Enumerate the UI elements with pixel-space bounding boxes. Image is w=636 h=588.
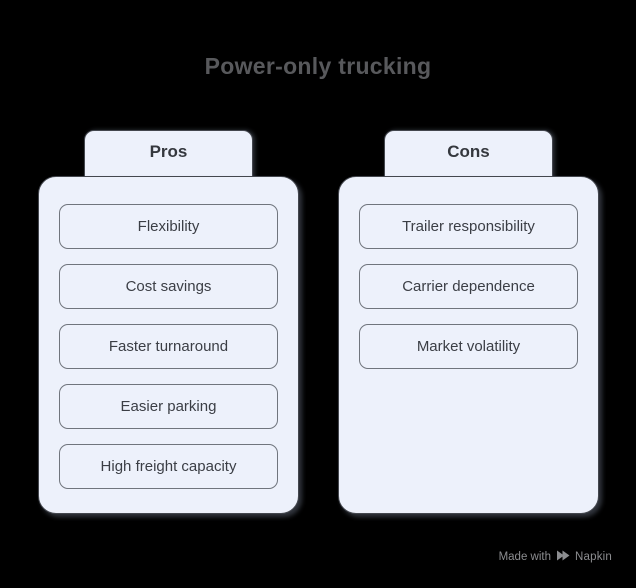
pros-item: Cost savings bbox=[59, 264, 278, 309]
pros-item: Faster turnaround bbox=[59, 324, 278, 369]
watermark-brand: Napkin bbox=[575, 551, 612, 563]
pros-item: Easier parking bbox=[59, 384, 278, 429]
cons-tab-label: Cons bbox=[447, 142, 490, 161]
pros-column: Pros Flexibility Cost savings Faster tur… bbox=[38, 130, 299, 514]
cons-card: Trailer responsibility Carrier dependenc… bbox=[338, 176, 599, 514]
pros-cons-board: Pros Flexibility Cost savings Faster tur… bbox=[38, 130, 599, 514]
made-with-napkin-watermark: Made with Napkin bbox=[499, 550, 612, 564]
pros-item: High freight capacity bbox=[59, 444, 278, 489]
napkin-logo-icon bbox=[556, 550, 570, 564]
cons-item: Market volatility bbox=[359, 324, 578, 369]
pros-tab: Pros bbox=[84, 130, 253, 183]
pros-card: Flexibility Cost savings Faster turnarou… bbox=[38, 176, 299, 514]
watermark-prefix: Made with bbox=[498, 551, 551, 563]
cons-item: Carrier dependence bbox=[359, 264, 578, 309]
pros-tab-label: Pros bbox=[149, 142, 188, 161]
pros-item: Flexibility bbox=[59, 204, 278, 249]
page-title: Power-only trucking bbox=[204, 53, 432, 79]
cons-column: Cons Trailer responsibility Carrier depe… bbox=[338, 130, 599, 514]
cons-item: Trailer responsibility bbox=[359, 204, 578, 249]
